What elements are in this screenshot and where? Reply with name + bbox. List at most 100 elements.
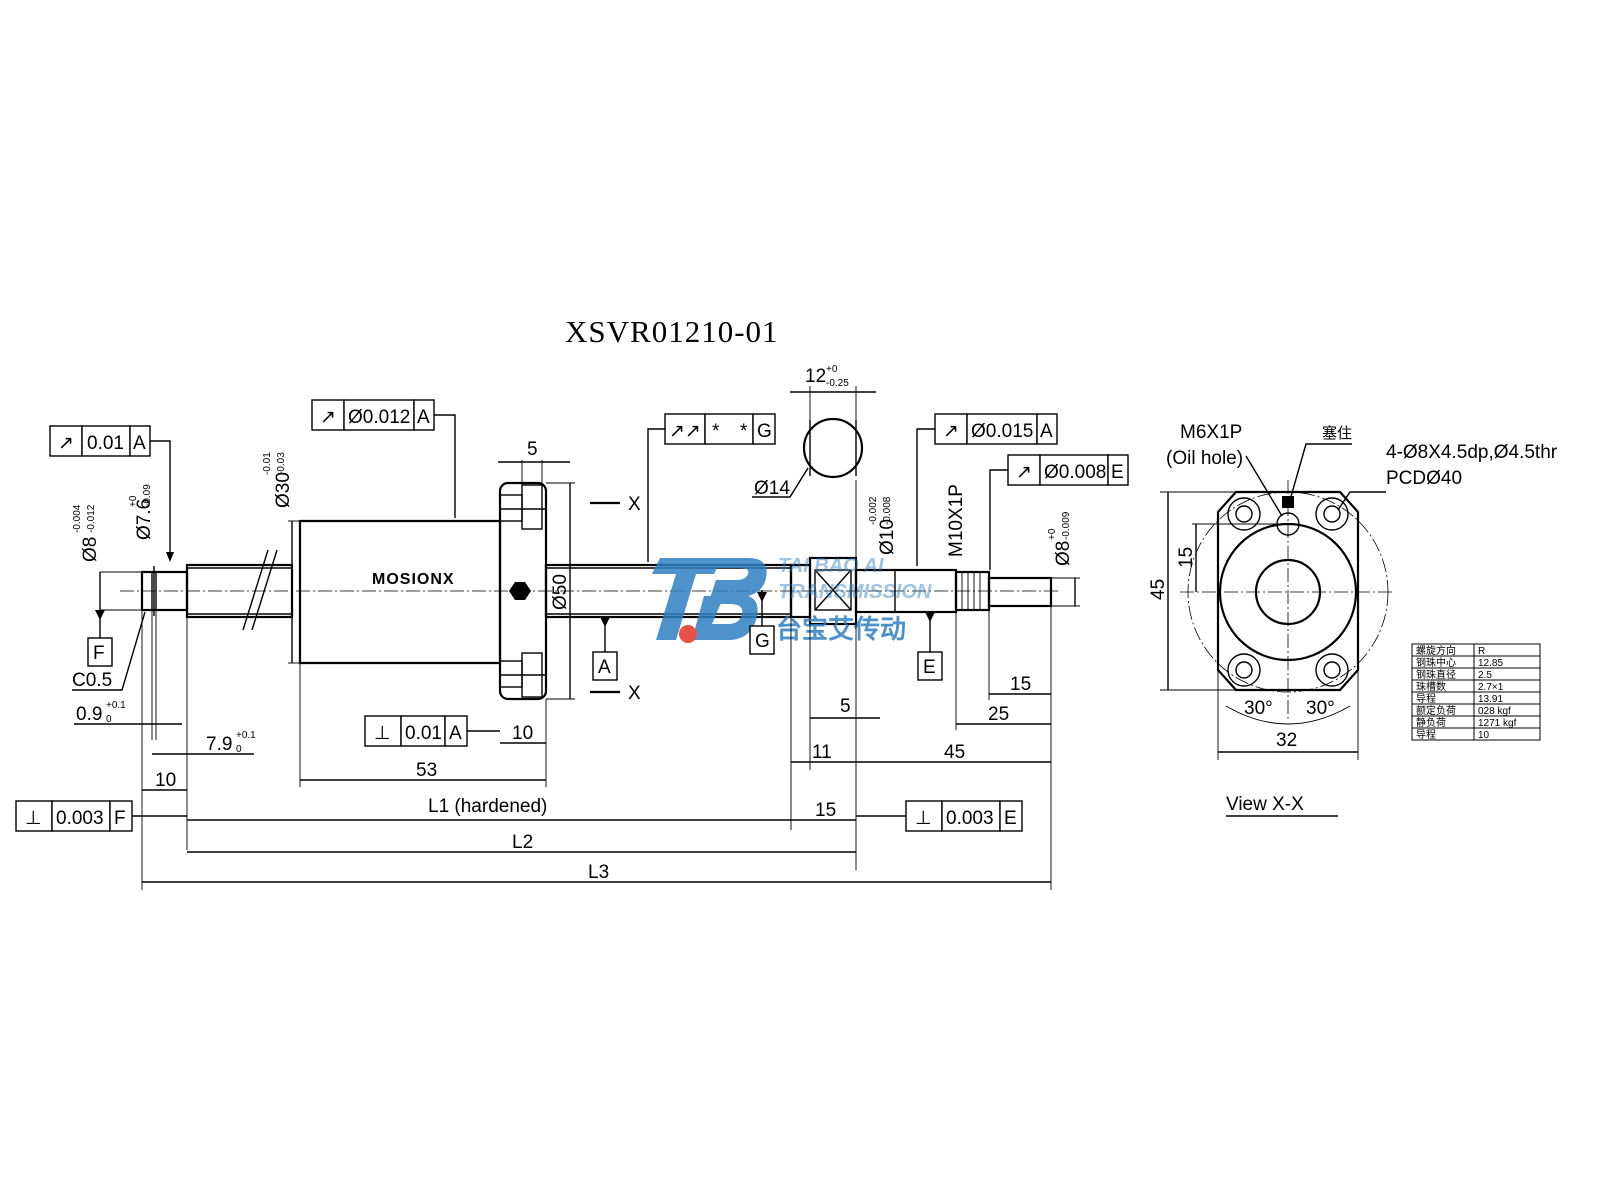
svg-text:25: 25 [988, 704, 1009, 725]
svg-text:-0.012: -0.012 [86, 504, 97, 533]
svg-text:0.01: 0.01 [87, 433, 124, 454]
oil-hole [509, 582, 531, 600]
svg-text:-0.004: -0.004 [72, 504, 83, 533]
svg-text:(Oil hole): (Oil hole) [1166, 448, 1243, 469]
drawing-title: XSVR01210-01 [565, 314, 779, 349]
break-line [251, 549, 278, 631]
svg-text:Ø10: Ø10 [877, 519, 898, 555]
svg-text:G: G [757, 421, 772, 442]
fcf-runout-left: ↗ 0.01 A [49, 425, 151, 457]
svg-text:A: A [598, 657, 611, 678]
spec-label: 螺旋方向 [1416, 644, 1456, 657]
svg-text:Ø7.6: Ø7.6 [134, 499, 155, 540]
svg-text:G: G [755, 631, 770, 652]
svg-text:45: 45 [1148, 579, 1169, 600]
svg-text:15: 15 [815, 800, 836, 821]
spec-value: R [1478, 646, 1485, 657]
dim-15-thread: 15 [988, 610, 1051, 700]
view-x-x: M6X1P (Oil hole) 塞住 4-Ø8X4.5dp,Ø4.5thr P… [1148, 422, 1558, 817]
svg-text:-0.01: -0.01 [262, 452, 273, 475]
dim-d50: Ø50 [546, 482, 575, 700]
dim-flange-5: 5 [498, 439, 570, 485]
mount-hole [1227, 653, 1261, 687]
dim-d8-left: Ø8 -0.004 -0.012 [72, 504, 142, 611]
svg-text:Ø0.015: Ø0.015 [971, 421, 1033, 442]
svg-text:C0.5: C0.5 [72, 670, 112, 691]
spec-value: 2.7×1 [1478, 682, 1504, 693]
svg-text:↗↗: ↗↗ [669, 421, 701, 442]
svg-text:4-Ø8X4.5dp,Ø4.5thr: 4-Ø8X4.5dp,Ø4.5thr [1386, 442, 1558, 463]
dim-5-flat: 5 [809, 624, 880, 870]
dim-11: 11 [790, 617, 856, 830]
dim-d10: Ø10 -0.002 -0.008 [868, 496, 898, 612]
svg-text:F: F [114, 808, 126, 829]
svg-text:-0.002: -0.002 [868, 496, 879, 525]
svg-text:0.003: 0.003 [56, 808, 104, 829]
svg-text:+0.1: +0.1 [106, 700, 126, 711]
svg-text:L3: L3 [588, 862, 609, 883]
svg-text:Ø0.008: Ø0.008 [1044, 462, 1106, 483]
fcf-perp-right: ⊥ 0.003 E [905, 800, 1023, 832]
svg-text:-0.25: -0.25 [826, 378, 849, 389]
dim-15-bottom: 15 [791, 800, 856, 821]
svg-text:TAI BAO AI: TAI BAO AI [778, 555, 884, 577]
spec-label: 珠槽数 [1416, 680, 1446, 693]
dim-d30: Ø30 -0.01 -0.03 [262, 452, 300, 664]
datum-e: E [917, 612, 943, 681]
dim-09: 0.9 +0.1 0 [74, 610, 182, 740]
svg-text:M6X1P: M6X1P [1180, 422, 1242, 443]
spec-label: 导程 [1416, 729, 1436, 741]
spec-value: 13.91 [1478, 694, 1503, 705]
svg-text:A: A [1040, 421, 1053, 442]
fcf-perp-left: ⊥ 0.003 F [15, 800, 133, 832]
spec-value: 2.5 [1478, 670, 1492, 681]
fcf-perp-flange: ⊥ 0.01 A [364, 715, 468, 747]
svg-text:⊥: ⊥ [374, 723, 391, 744]
svg-text:Ø0.012: Ø0.012 [348, 407, 410, 428]
dim-53: 53 [299, 663, 547, 787]
dim-m10: M10X1P [946, 484, 967, 557]
dim-l1: L1 (hardened) [187, 796, 791, 821]
svg-text:↗: ↗ [320, 407, 336, 428]
mount-hole [1227, 497, 1261, 531]
svg-text:Ø50: Ø50 [550, 574, 571, 610]
svg-text:7.9: 7.9 [206, 734, 232, 755]
dim-79: 7.9 +0.1 0 [152, 617, 256, 850]
view-label: View X-X [1226, 794, 1304, 815]
svg-text:↗: ↗ [943, 421, 959, 442]
svg-text:0.003: 0.003 [946, 808, 994, 829]
svg-text:Ø8: Ø8 [1053, 541, 1074, 566]
svg-text:5: 5 [527, 439, 538, 460]
svg-text:↗: ↗ [58, 433, 74, 454]
svg-text:PCDØ40: PCDØ40 [1386, 468, 1462, 489]
mount-hole [1315, 497, 1349, 531]
svg-text:12: 12 [805, 366, 826, 387]
svg-text:Ø8: Ø8 [80, 537, 101, 562]
svg-text:+0: +0 [1047, 528, 1058, 540]
svg-text:+0.1: +0.1 [236, 730, 256, 741]
svg-text:10: 10 [512, 723, 533, 744]
svg-text:A: A [417, 407, 430, 428]
svg-text:E: E [1111, 462, 1124, 483]
svg-text:0: 0 [106, 714, 112, 725]
svg-text:0.9: 0.9 [76, 704, 102, 725]
fcf-runout-total: ↗↗ * * G [664, 413, 776, 445]
svg-text:+0: +0 [128, 495, 139, 507]
nut-flange [498, 481, 548, 701]
svg-text:53: 53 [416, 760, 437, 781]
ball-nut: MOSIONX [298, 481, 548, 701]
svg-text:⊥: ⊥ [25, 808, 42, 829]
dim-l2: L2 [187, 832, 856, 853]
fcf-runout-right: ↗ Ø0.015 A [934, 413, 1058, 445]
dim-c05: C0.5 [72, 611, 146, 691]
svg-text:*: * [740, 421, 748, 442]
break-line [242, 549, 269, 631]
svg-text:-0.09: -0.09 [142, 484, 153, 507]
dim-25: 25 [955, 612, 1051, 730]
svg-text:+0: +0 [826, 364, 838, 375]
fcf-runout-end: ↗ Ø0.008 E [1007, 454, 1129, 486]
spec-label: 静负荷 [1416, 716, 1446, 729]
svg-text:TRANSMISSION: TRANSMISSION [778, 581, 932, 603]
dim-45: 45 [856, 606, 1052, 890]
datum-f: F [87, 610, 113, 667]
